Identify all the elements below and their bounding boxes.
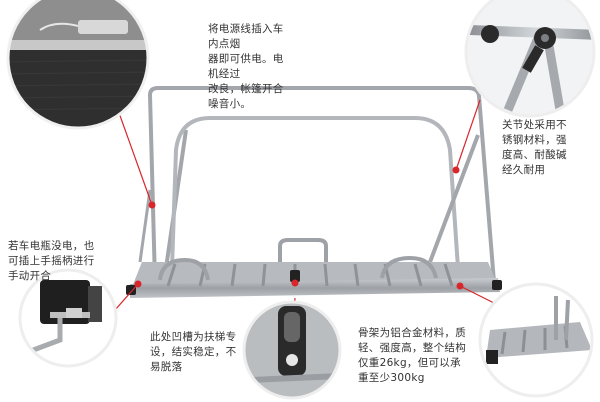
callout-line: 改良，帐篷开合噪音小。: [208, 83, 284, 110]
tent-frame: [138, 86, 496, 283]
callout-line: 经久耐用: [502, 164, 546, 176]
callout-line: 手动开合: [8, 270, 52, 282]
callout-line: 锈钢材料，强: [502, 134, 567, 146]
callout-power-supply: 将电源线插入车内点烟 器即可供电。电机经过 改良，帐篷开合噪音小。: [208, 22, 294, 112]
callout-line: 重至少300kg: [358, 372, 425, 384]
callout-joint-material: 关节处采用不 锈钢材料，强 度高、耐酸碱 经久耐用: [502, 118, 584, 178]
callout-line: 仅重26kg，但可以承: [358, 357, 461, 369]
callout-line: 器即可供电。电机经过: [208, 53, 284, 80]
callout-line: 轻、强度高，整个结构: [358, 342, 466, 354]
callout-line: 设，结实稳定，不: [150, 346, 237, 358]
power-plug-icon: [6, 0, 150, 130]
hand-crank-icon: [18, 268, 118, 368]
ladder-groove-icon: [242, 300, 342, 400]
callout-line: 将电源线插入车内点烟: [208, 23, 284, 50]
callout-manual-crank: 若车电瓶没电，也 可插上手摇柄进行 手动开合: [8, 239, 113, 284]
callout-line: 可插上手摇柄进行: [8, 255, 95, 267]
callout-ladder-groove: 此处凹槽为扶梯专 设，结实稳定，不 易脱落: [150, 330, 252, 375]
joint-hinge-icon: [464, 0, 596, 118]
callout-line: 此处凹槽为扶梯专: [150, 331, 237, 343]
callout-line: 骨架为铝合金材料，质: [358, 327, 466, 339]
callout-line: 关节处采用不: [502, 119, 567, 131]
callout-line: 若车电瓶没电，也: [8, 240, 95, 252]
callout-line: 易脱落: [150, 361, 183, 373]
callout-line: 度高、耐酸碱: [502, 149, 567, 161]
callout-aluminum-frame: 骨架为铝合金材料，质 轻、强度高，整个结构 仅重26kg，但可以承 重至少300…: [358, 326, 494, 386]
frame-corner-icon: [478, 282, 594, 398]
callout-anchor-dots: [134, 166, 464, 290]
base-platform: [126, 238, 502, 298]
